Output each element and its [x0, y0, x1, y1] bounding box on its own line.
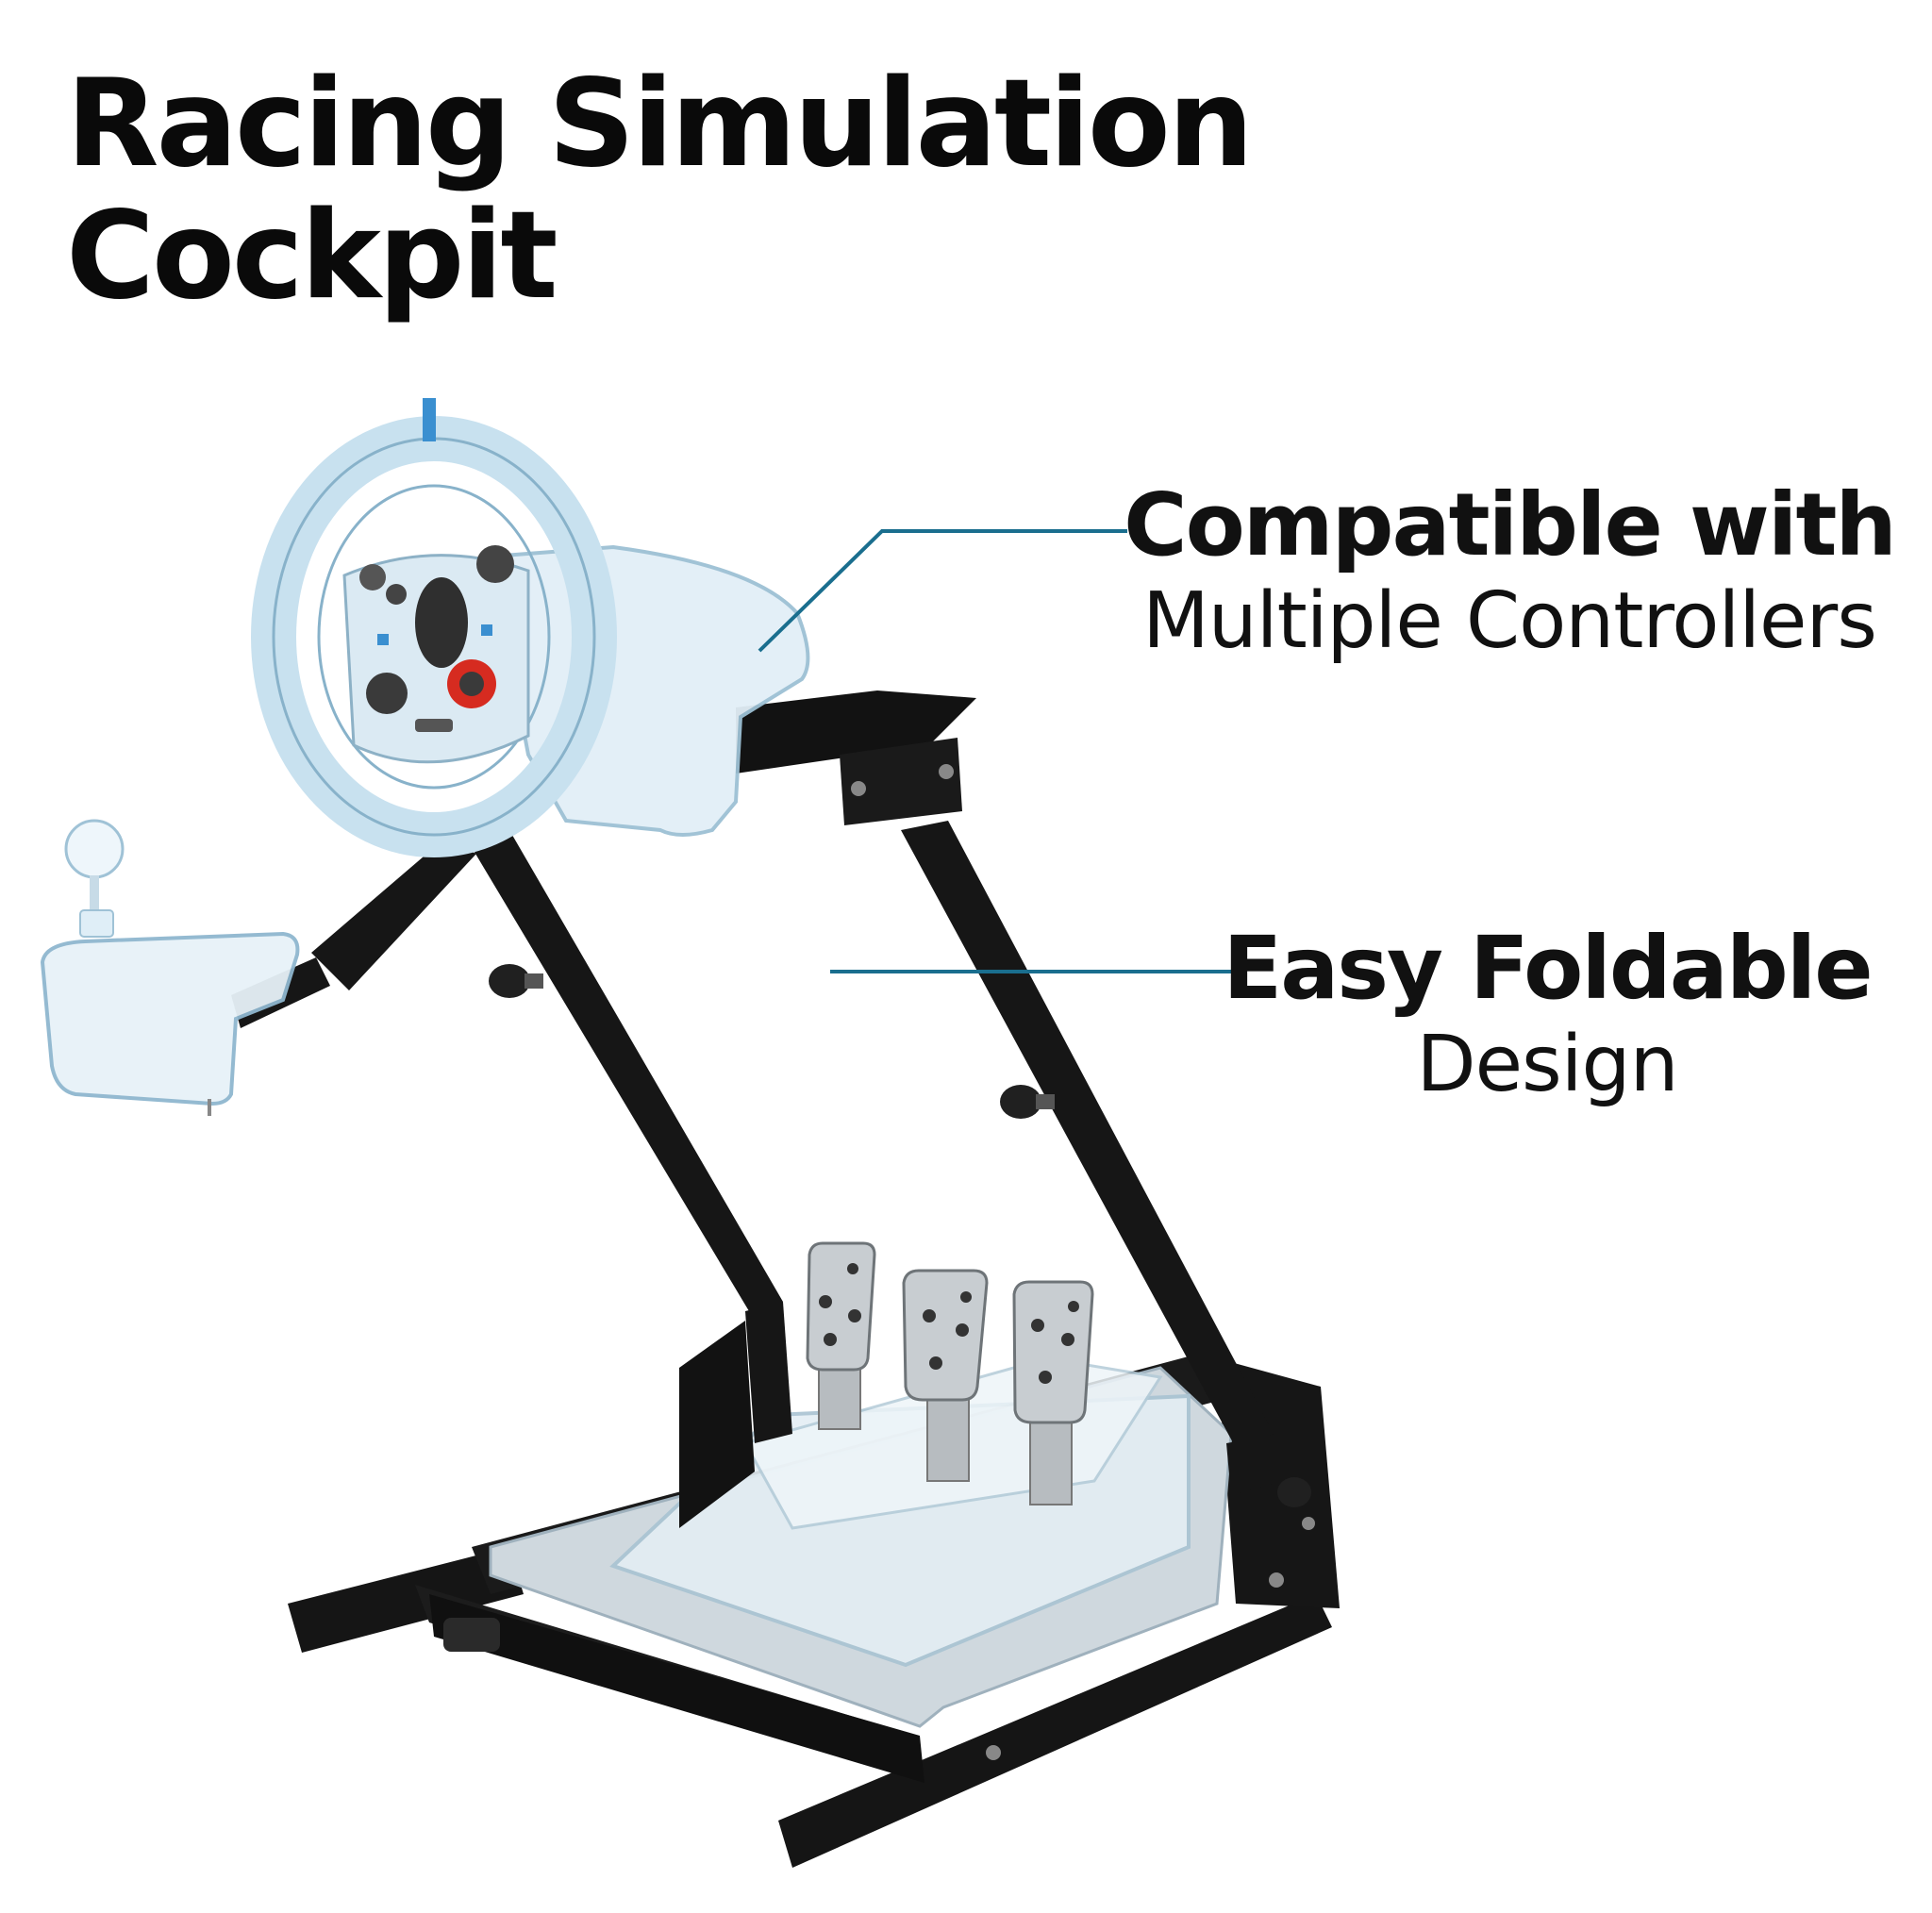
steering-wheel-icon: [251, 398, 617, 857]
feature-foldable-detail: Design: [1416, 1020, 1678, 1109]
feature-foldable-heading: Easy Foldable: [1223, 918, 1873, 1019]
feature-foldable: Easy Foldable Design: [1217, 920, 1877, 1112]
callout-line-controllers: [758, 529, 1127, 653]
wheel-deck: [736, 690, 976, 825]
throttle-pedal-icon: [1012, 1280, 1094, 1505]
feature-compatible-detail: Multiple Controllers: [1142, 576, 1877, 666]
clutch-pedal-icon: [806, 1241, 876, 1430]
feature-compatible-heading: Compatible with: [1124, 474, 1897, 575]
page-title: Racing Simulation Cockpit: [66, 54, 1254, 326]
uprights: [467, 821, 1311, 1528]
callout-lines: [758, 529, 1231, 973]
shifter-icon: [40, 819, 300, 1116]
feature-compatible: Compatible with Multiple Controllers: [1123, 474, 1897, 669]
title-line-1: Racing Simulation: [66, 54, 1254, 194]
title-line-2: Cockpit: [66, 186, 558, 326]
brake-pedal-icon: [902, 1269, 989, 1482]
pedals: [806, 1241, 1094, 1505]
